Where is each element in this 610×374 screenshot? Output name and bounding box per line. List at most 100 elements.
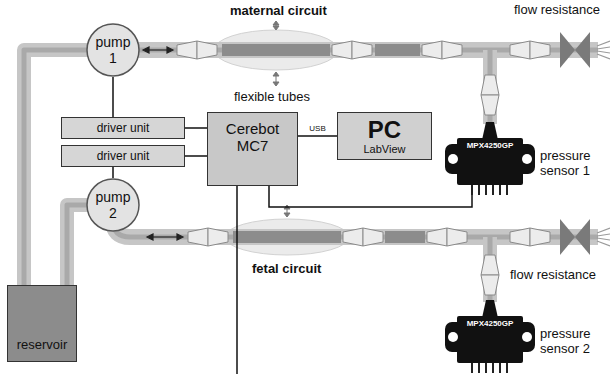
driver-box: driver unit	[61, 145, 185, 167]
pump-shape	[87, 179, 139, 231]
valve-symbol	[575, 32, 590, 68]
sensor-part-number: MPX4250GP	[445, 319, 535, 329]
sensor-nozzle	[482, 122, 498, 140]
mount-hole	[522, 332, 532, 342]
tube-connector	[481, 255, 499, 275]
controller-box: Cerebot MC7	[207, 112, 298, 186]
sensor-label: pressure sensor 2	[540, 326, 608, 356]
wire-line	[185, 127, 207, 129]
sensor-pin	[499, 363, 501, 373]
tube-connector	[208, 228, 228, 246]
sensor-outline	[445, 122, 535, 196]
edge-label: USB	[308, 124, 326, 133]
flexible-zone	[214, 30, 338, 70]
pump-circle: pump 1	[86, 23, 140, 77]
driver-label: driver unit	[97, 121, 150, 135]
wire-line	[269, 186, 472, 207]
circuit-title: maternal circuit	[230, 3, 327, 18]
tube-connector	[188, 228, 208, 246]
part-label: flexible tubes	[234, 89, 310, 104]
sensor-outline	[445, 300, 535, 374]
pump-circle: pump 2	[86, 178, 140, 232]
tube-connector	[363, 228, 383, 246]
signal-wire	[185, 156, 207, 157]
tube-connector	[442, 41, 462, 59]
sensor-pin	[492, 185, 494, 195]
flexible-tube	[233, 231, 341, 243]
tube-connector	[481, 75, 499, 95]
tube-connector	[530, 41, 550, 59]
tube-connector	[422, 41, 442, 59]
software-label: LabView	[364, 143, 406, 156]
mount-hole	[448, 332, 458, 342]
signal-wire	[269, 186, 472, 207]
pc-box: PCLabView	[337, 112, 432, 160]
tube-body	[67, 205, 88, 285]
flow-arrow	[143, 47, 183, 240]
tube-core	[67, 205, 88, 285]
sensor-pin	[499, 185, 501, 195]
signal-wire	[298, 136, 337, 137]
sensor-label: pressure sensor 1	[540, 148, 608, 178]
sensor-pin	[506, 363, 508, 373]
pressure-sensor: MPX4250GPpressure sensor 1	[445, 122, 535, 195]
sensor-pin	[471, 185, 473, 195]
signal-wire	[185, 128, 207, 129]
pump-label: pump 2	[92, 189, 134, 221]
sensor-pin	[478, 363, 480, 373]
sensor-nozzle	[482, 300, 498, 318]
sensor-pin	[492, 363, 494, 373]
sensor-pin	[471, 363, 473, 373]
circuit-title: fetal circuit	[252, 261, 321, 276]
tube-connector	[343, 228, 363, 246]
part-label: flow resistance	[514, 2, 600, 17]
mount-hole	[448, 154, 458, 164]
wire-line	[112, 167, 114, 178]
signal-wire	[236, 186, 238, 374]
reservoir-box: reservoir	[7, 285, 77, 362]
sensor-pin	[506, 185, 508, 195]
sensor-pin	[485, 363, 487, 373]
tube-connector	[67, 205, 88, 285]
wire-line	[112, 77, 114, 117]
sensor-part-number: MPX4250GP	[445, 141, 535, 151]
pressure-sensor: MPX4250GPpressure sensor 2	[445, 300, 535, 374]
controller-label: Cerebot MC7	[211, 120, 294, 154]
tube-connector	[352, 41, 372, 59]
pump-label: pump 1	[92, 34, 134, 66]
valve-symbol	[575, 219, 590, 255]
flexible-tube	[222, 44, 330, 56]
tube-body	[24, 50, 88, 285]
mount-hole	[522, 154, 532, 164]
tube-core	[24, 50, 88, 285]
wire-line	[185, 155, 207, 157]
sensor-pin	[478, 185, 480, 195]
driver-label: driver unit	[97, 149, 150, 163]
valve-symbol	[560, 32, 575, 68]
part-label: flow resistance	[510, 267, 596, 282]
tube-connector	[24, 50, 88, 285]
tube-connector	[197, 41, 217, 59]
flexible-zone	[225, 219, 349, 255]
tube-connector	[510, 41, 530, 59]
tube-outlet	[597, 41, 610, 246]
tube-connector	[510, 228, 530, 246]
pump-shape	[87, 24, 139, 76]
tube	[130, 42, 598, 58]
tube-connector	[530, 228, 550, 246]
tube-connector	[427, 228, 447, 246]
tube-connector	[332, 41, 352, 59]
tube-connector	[481, 275, 499, 295]
pc-title: PC	[368, 117, 401, 143]
tube-connector	[177, 41, 197, 59]
tube-section	[385, 231, 425, 243]
tube-connector	[481, 95, 499, 115]
sensor-pin	[485, 185, 487, 195]
signal-wire	[113, 77, 114, 117]
tube-connector	[447, 228, 467, 246]
signal-wire	[113, 167, 114, 178]
wire-line	[298, 135, 337, 137]
reservoir-label: reservoir	[17, 337, 68, 352]
driver-box: driver unit	[61, 117, 185, 139]
